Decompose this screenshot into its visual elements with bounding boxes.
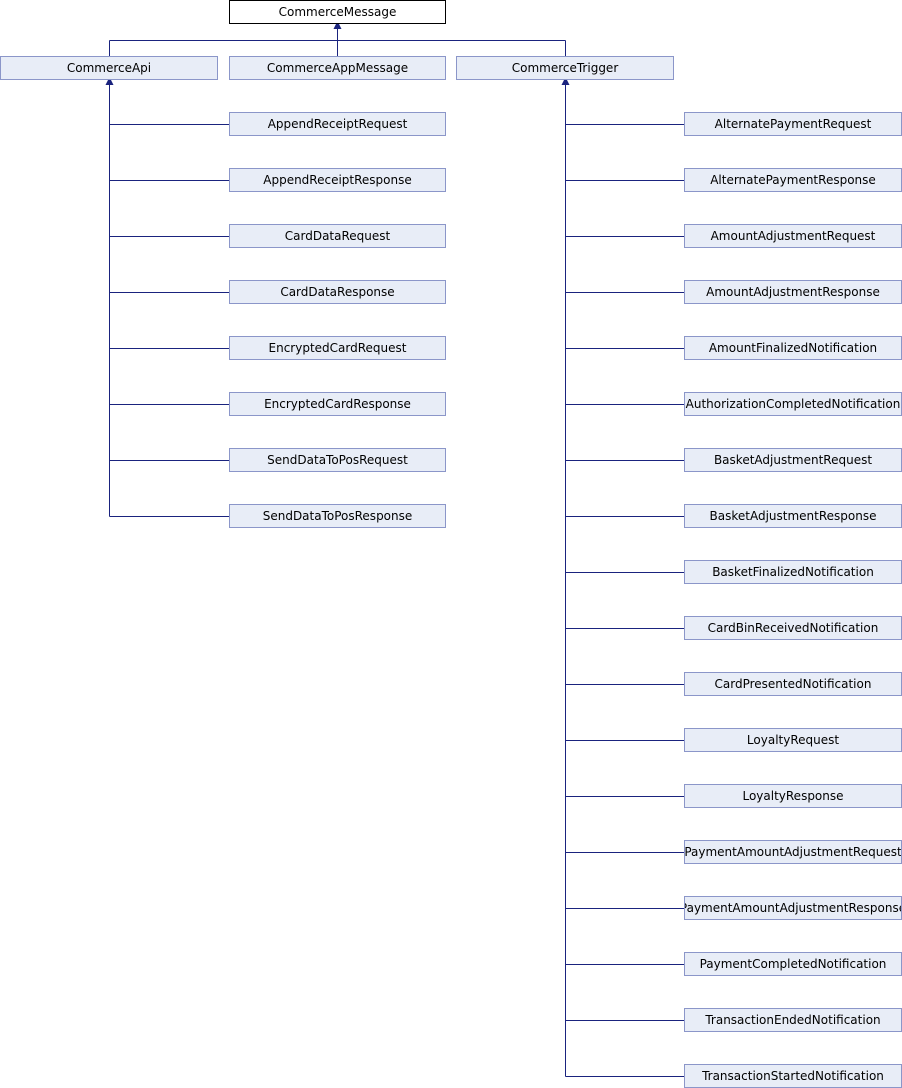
commerce-api-node[interactable]: CommerceApi [0, 56, 218, 80]
commerce-app-message-node[interactable]: CommerceAppMessage [229, 56, 446, 80]
alternate-payment-response-node[interactable]: AlternatePaymentResponse [684, 168, 902, 192]
amount-finalized-notification-node[interactable]: AmountFinalizedNotification [684, 336, 902, 360]
append-receipt-request-node[interactable]: AppendReceiptRequest [229, 112, 446, 136]
transaction-started-notification-node[interactable]: TransactionStartedNotification [684, 1064, 902, 1088]
authorization-completed-notification-node[interactable]: AuthorizationCompletedNotification [684, 392, 902, 416]
basket-adjustment-request-node[interactable]: BasketAdjustmentRequest [684, 448, 902, 472]
alternate-payment-request-node[interactable]: AlternatePaymentRequest [684, 112, 902, 136]
encrypted-card-request-node[interactable]: EncryptedCardRequest [229, 336, 446, 360]
commerce-trigger-edges [561, 77, 684, 1077]
amount-adjustment-response-node[interactable]: AmountAdjustmentResponse [684, 280, 902, 304]
card-bin-received-notification-node[interactable]: CardBinReceivedNotification [684, 616, 902, 640]
loyalty-request-node[interactable]: LoyaltyRequest [684, 728, 902, 752]
loyalty-response-node[interactable]: LoyaltyResponse [684, 784, 902, 808]
commerce-message-node[interactable]: CommerceMessage [229, 0, 446, 24]
basket-finalized-notification-node[interactable]: BasketFinalizedNotification [684, 560, 902, 584]
payment-amount-adjustment-request-node[interactable]: PaymentAmountAdjustmentRequest [684, 840, 902, 864]
commerce-api-edges [105, 77, 229, 517]
commerce-trigger-node[interactable]: CommerceTrigger [456, 56, 674, 80]
transaction-ended-notification-node[interactable]: TransactionEndedNotification [684, 1008, 902, 1032]
append-receipt-response-node[interactable]: AppendReceiptResponse [229, 168, 446, 192]
payment-amount-adjustment-response-node[interactable]: PaymentAmountAdjustmentResponse [684, 896, 902, 920]
send-data-to-pos-request-node[interactable]: SendDataToPosRequest [229, 448, 446, 472]
root-edges [109, 21, 566, 56]
amount-adjustment-request-node[interactable]: AmountAdjustmentRequest [684, 224, 902, 248]
basket-adjustment-response-node[interactable]: BasketAdjustmentResponse [684, 504, 902, 528]
card-data-response-node[interactable]: CardDataResponse [229, 280, 446, 304]
card-presented-notification-node[interactable]: CardPresentedNotification [684, 672, 902, 696]
card-data-request-node[interactable]: CardDataRequest [229, 224, 446, 248]
payment-completed-notification-node[interactable]: PaymentCompletedNotification [684, 952, 902, 976]
encrypted-card-response-node[interactable]: EncryptedCardResponse [229, 392, 446, 416]
send-data-to-pos-response-node[interactable]: SendDataToPosResponse [229, 504, 446, 528]
